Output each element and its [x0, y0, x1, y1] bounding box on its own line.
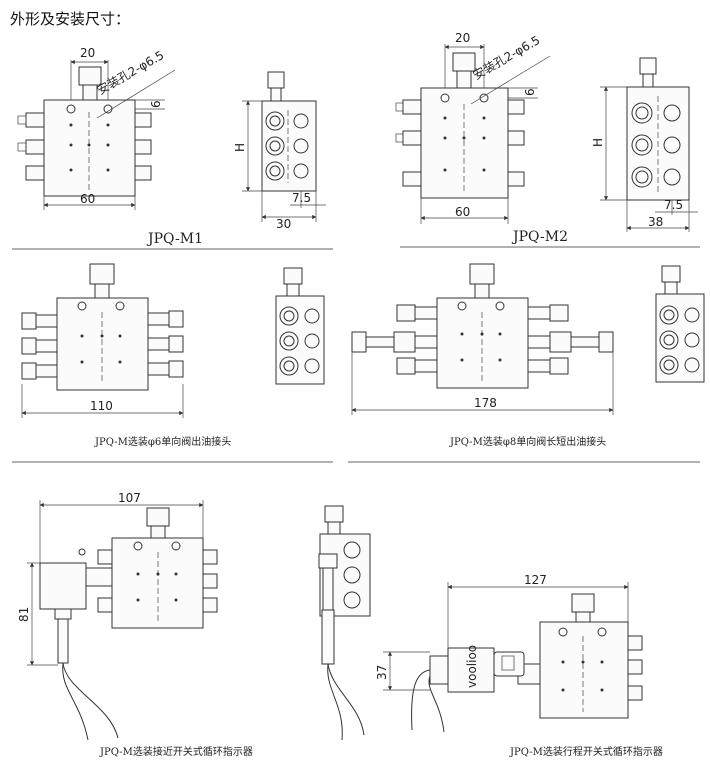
m1-dim-30: 30: [276, 217, 291, 231]
travel-brand-label: voolioo: [465, 645, 479, 688]
m2-hole-label: 安装孔2-φ6.5: [470, 32, 542, 82]
travel-caption: JPQ-M选装行程开关式循环指示器: [509, 745, 663, 758]
phi6-dim-110: 110: [90, 399, 113, 413]
m2-caption: JPQ-M2: [511, 229, 568, 245]
m2-front-view: [395, 44, 551, 224]
m1-hole-label: 安装孔2-φ6.5: [94, 47, 166, 97]
m2-dim-7-5: 7.5: [664, 198, 683, 212]
m2-dim-6: 6: [523, 88, 537, 96]
phi8-caption: JPQ-M选装φ8单向阀长短出油接头: [449, 435, 606, 448]
phi8-front-view: [351, 263, 614, 415]
phi8-side-view: [655, 265, 705, 383]
m1-dim-6: 6: [149, 100, 163, 108]
m1-side-view: [242, 71, 326, 222]
phi8-dim-178: 178: [474, 396, 497, 410]
m1-dim-60: 60: [80, 192, 95, 206]
travel-front-view: [383, 582, 643, 733]
page-heading: 外形及安装尺寸：: [10, 10, 131, 28]
proximity-side-view: [318, 505, 371, 741]
travel-dim-37: 37: [375, 665, 389, 680]
phi6-front-view: [21, 263, 184, 418]
m2-dim-20: 20: [455, 31, 470, 45]
m1-front-view: [17, 59, 176, 210]
travel-dim-127: 127: [524, 573, 547, 587]
proximity-front-view: [27, 500, 218, 741]
m1-caption: JPQ-M1: [146, 231, 203, 247]
phi6-side-view: [275, 267, 325, 385]
phi6-caption: JPQ-M选装φ6单向阀出油接头: [94, 435, 231, 448]
m2-dim-38: 38: [648, 215, 663, 229]
m2-dim-60: 60: [455, 205, 470, 219]
proximity-dim-81: 81: [17, 607, 31, 622]
m1-dim-7-5: 7.5: [292, 191, 311, 205]
m2-side-view: [600, 57, 698, 232]
proximity-caption: JPQ-M选装接近开关式循环指示器: [99, 745, 253, 758]
m1-dim-h: H: [233, 143, 247, 152]
proximity-dim-107: 107: [118, 491, 141, 505]
m1-dim-20: 20: [80, 46, 95, 60]
m2-dim-h: H: [591, 138, 605, 147]
